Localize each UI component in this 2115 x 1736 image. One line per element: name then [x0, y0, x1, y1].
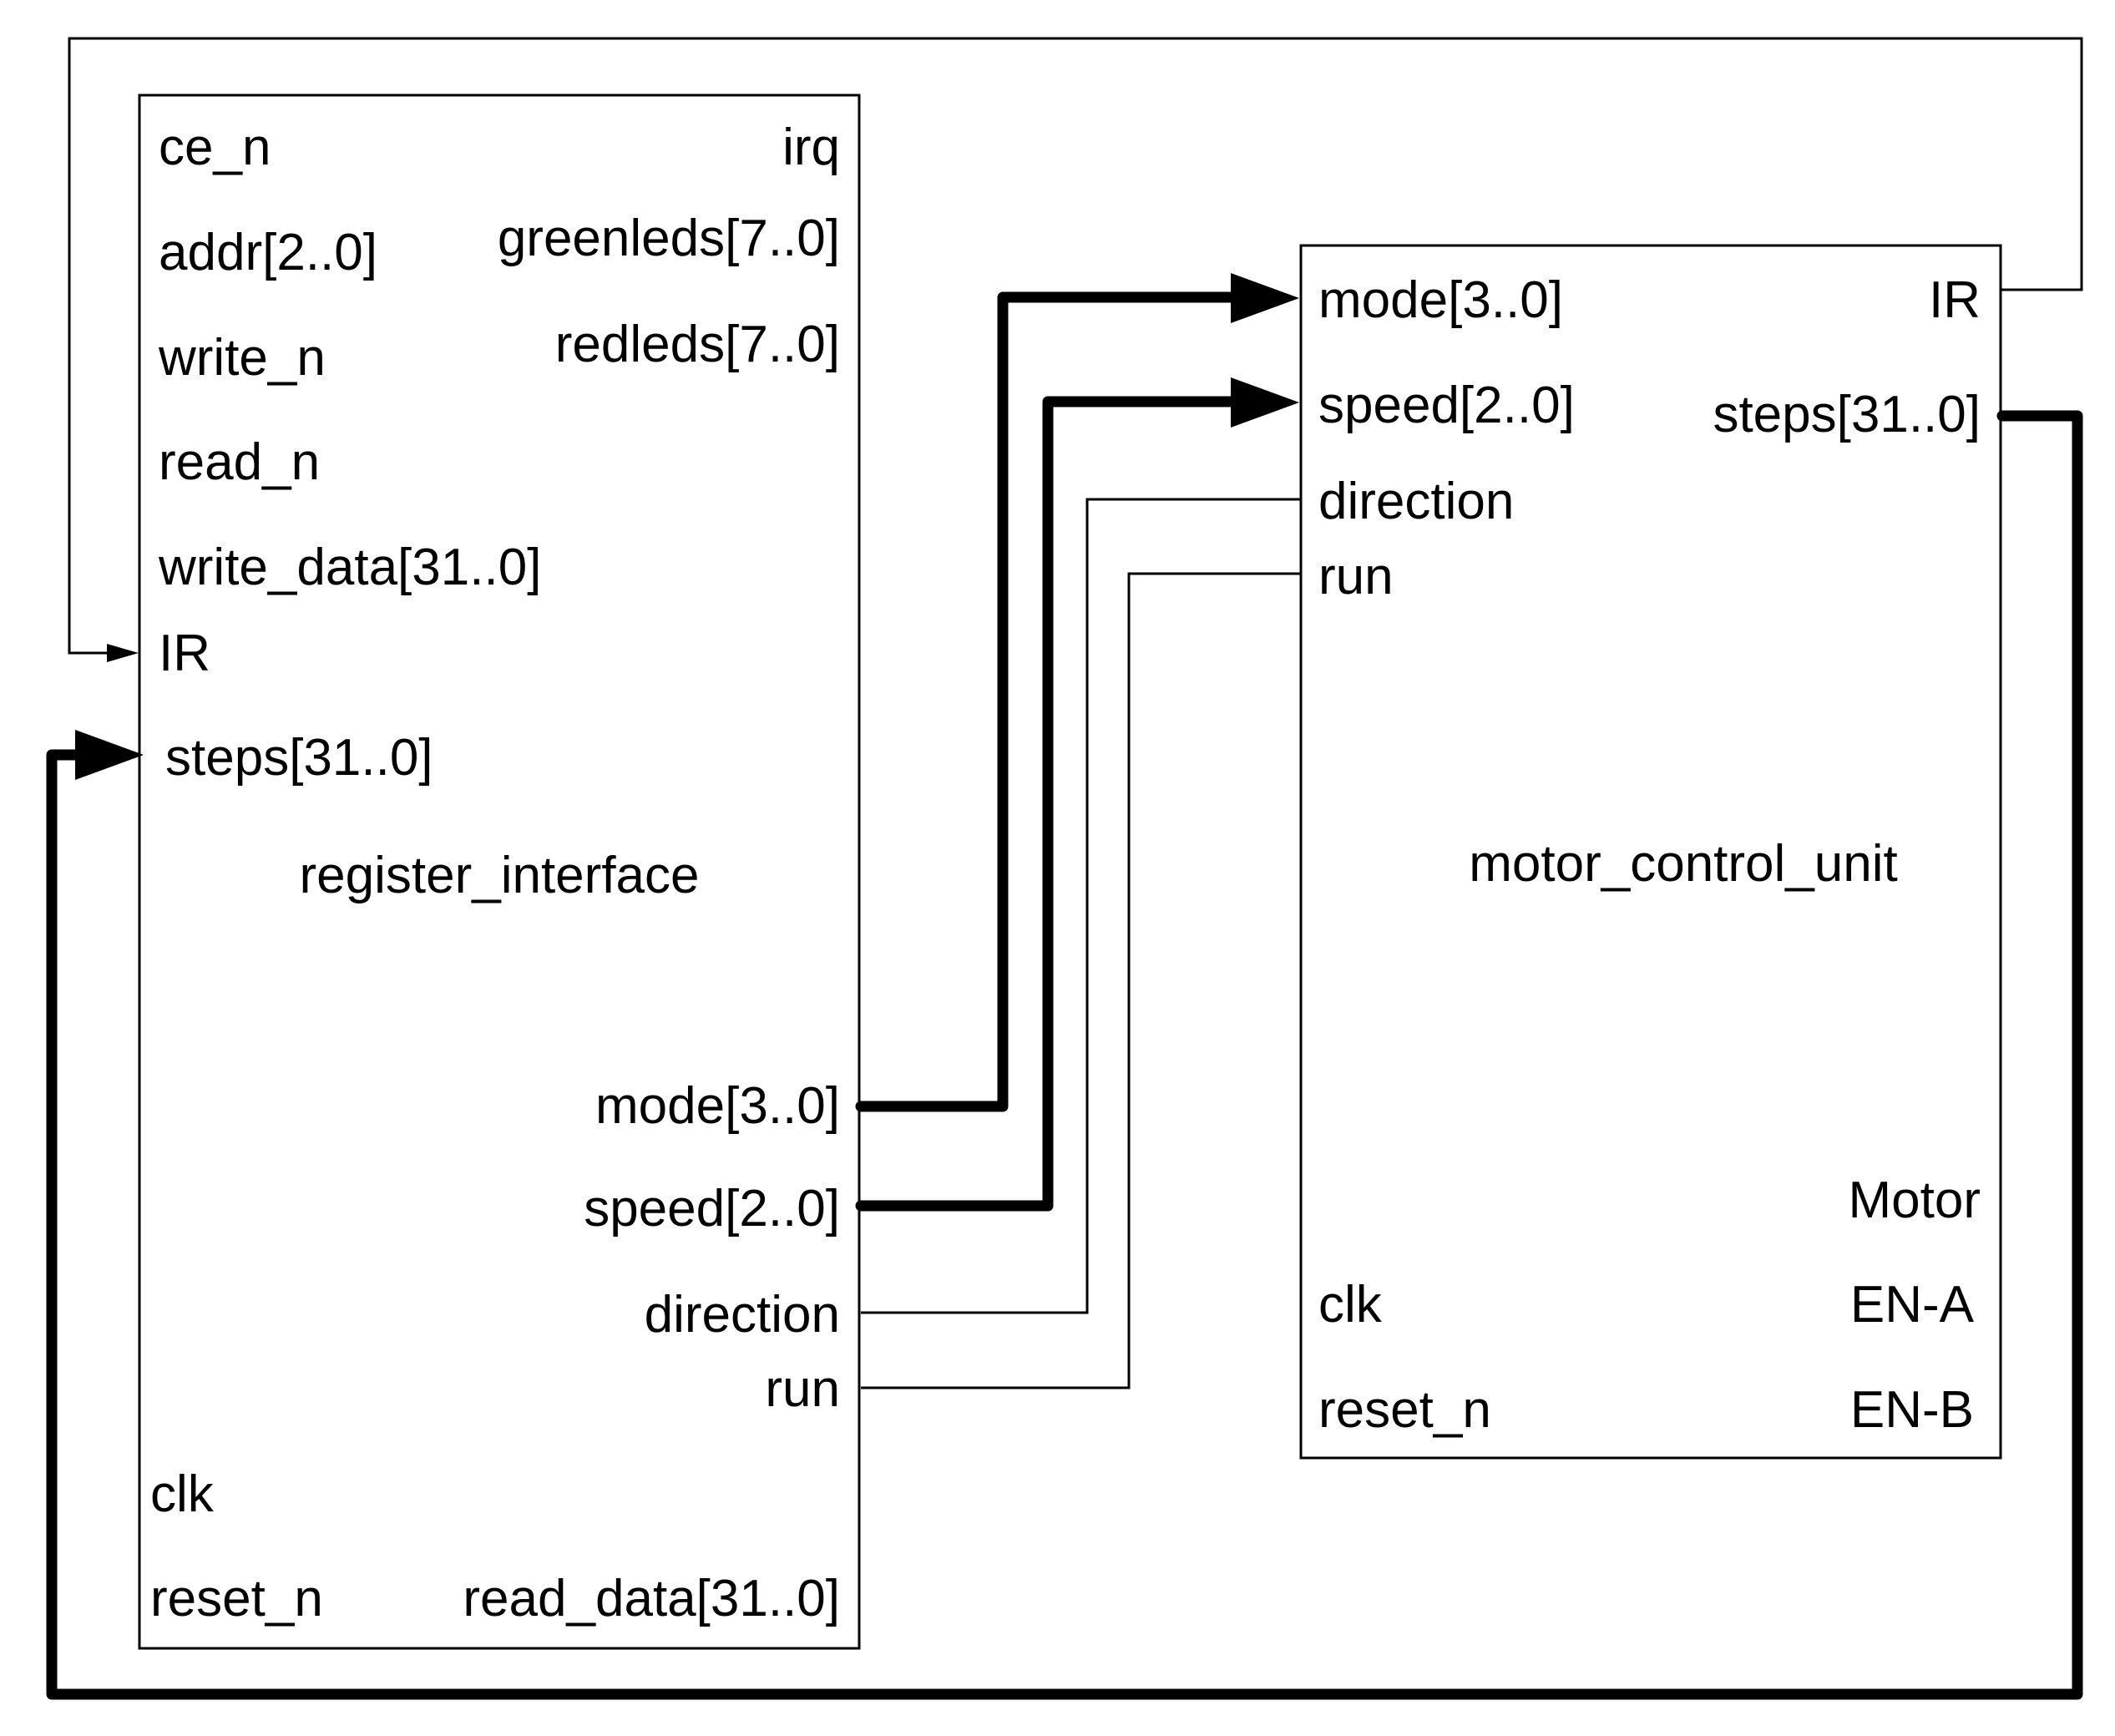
mcu-port-run: run	[1318, 548, 1394, 605]
ri-port-ce-n: ce_n	[159, 119, 271, 176]
mcu-port-reset-n: reset_n	[1318, 1381, 1491, 1439]
mcu-port-direction: direction	[1318, 473, 1514, 530]
mcu-port-en-a: EN-A	[1850, 1276, 1975, 1334]
register-interface-box	[138, 94, 861, 1650]
ri-port-clk: clk	[150, 1465, 215, 1523]
run-wire	[861, 572, 1301, 1389]
ri-port-read-n: read_n	[159, 433, 320, 491]
mcu-port-steps: steps[31..0]	[1713, 386, 1981, 443]
speed-bus-line	[855, 396, 1242, 1212]
ir-feedback-wire	[68, 37, 2083, 655]
ri-port-write-n: write_n	[158, 329, 326, 387]
ri-port-reset-n: reset_n	[150, 1570, 323, 1627]
ri-port-mode: mode[3..0]	[595, 1077, 840, 1135]
ir-feedback-arrowhead	[107, 644, 139, 662]
mcu-port-en-b: EN-B	[1850, 1381, 1974, 1439]
mcu-motor-label: Motor	[1849, 1172, 1981, 1229]
mode-bus-line	[855, 291, 1242, 1112]
direction-wire	[861, 498, 1301, 1314]
steps-bus-line	[46, 410, 2083, 1700]
ri-port-steps: steps[31..0]	[165, 729, 433, 787]
ri-port-irq: irq	[782, 119, 840, 176]
speed-bus-connection	[855, 377, 1299, 1212]
mode-bus-arrowhead	[1231, 273, 1299, 323]
ri-port-run: run	[765, 1360, 840, 1418]
steps-bus-connection	[46, 410, 2083, 1700]
ri-port-speed: speed[2..0]	[584, 1180, 840, 1237]
mcu-port-ir: IR	[1929, 271, 1981, 329]
ir-feedback-connection	[68, 37, 2083, 662]
steps-bus-arrowhead	[75, 730, 144, 780]
ri-port-greenleds: greenleds[7..0]	[498, 210, 840, 267]
ri-port-redleds: redleds[7..0]	[555, 316, 840, 373]
register-interface-block: ce_n addr[2..0] write_n read_n write_dat…	[138, 94, 861, 1650]
mcu-port-mode: mode[3..0]	[1318, 271, 1563, 329]
motor-control-unit-box	[1299, 244, 2002, 1460]
ri-port-write-data: write_data[31..0]	[158, 539, 541, 596]
speed-bus-arrowhead	[1231, 377, 1299, 428]
motor-control-unit-title: motor_control_unit	[1469, 835, 1898, 893]
ri-port-ir: IR	[159, 625, 210, 682]
mode-bus-connection	[855, 273, 1299, 1112]
ri-port-addr: addr[2..0]	[159, 224, 377, 281]
ri-port-direction: direction	[645, 1286, 840, 1344]
mcu-port-clk: clk	[1318, 1276, 1383, 1334]
ri-port-read-data: read_data[31..0]	[463, 1570, 840, 1627]
motor-control-unit-block: mode[3..0] speed[2..0] direction run IR …	[1299, 244, 2002, 1460]
mcu-port-speed: speed[2..0]	[1318, 377, 1575, 434]
register-interface-title: register_interface	[299, 847, 699, 904]
